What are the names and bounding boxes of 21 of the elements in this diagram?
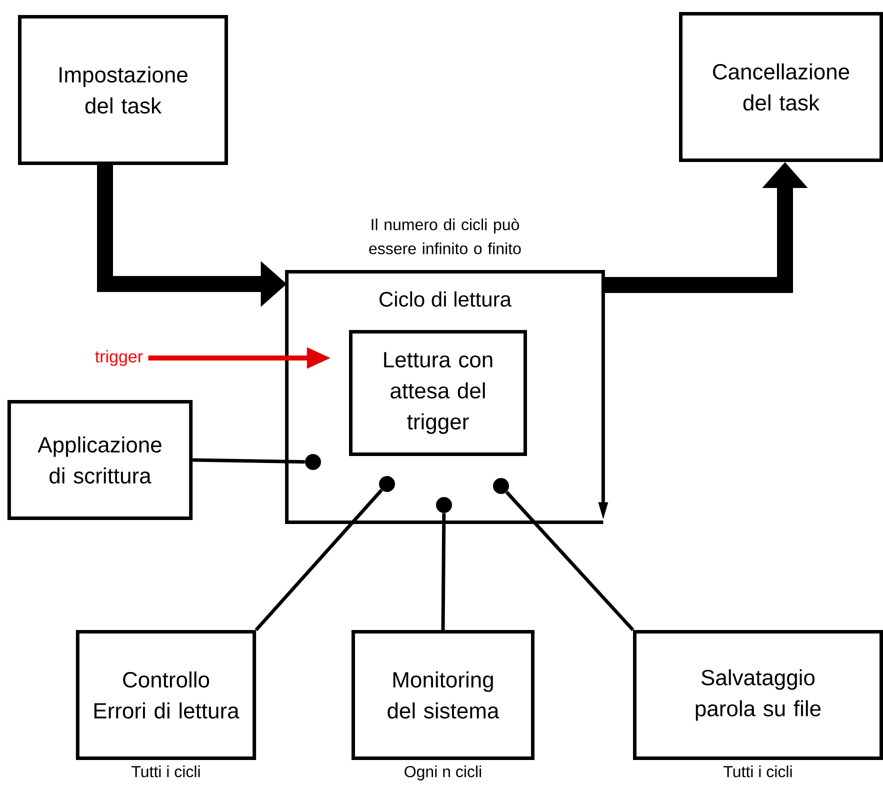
process-box: Controllo Errori di lettura	[76, 630, 256, 760]
note-text: Tutti i cicli	[132, 766, 200, 778]
note-text: Ogni n cicli	[404, 766, 482, 780]
note-text: Il numero di cicli può essere infinito o finito	[369, 218, 521, 254]
trigger-label: trigger	[95, 350, 143, 366]
connection-dot	[305, 454, 321, 470]
connector-line	[254, 488, 383, 632]
connection-dot	[493, 478, 509, 494]
note-text: Tutti i cicli	[724, 766, 792, 778]
connection-dot	[436, 497, 452, 513]
connector-line	[192, 458, 305, 464]
process-box: Monitoring del sistema	[352, 630, 534, 760]
process-box: Lettura con attesa del trigger	[349, 330, 527, 456]
process-box: Impostazione del task	[18, 15, 228, 165]
node-label: Ciclo di lettura	[380, 291, 512, 307]
connector-line	[505, 490, 634, 632]
process-box: Cancellazione del task	[679, 12, 883, 162]
process-box: Applicazione di scrittura	[7, 400, 193, 520]
process-box: Salvataggio parola su file	[633, 630, 883, 760]
connection-dot	[379, 476, 395, 492]
connector-line	[441, 513, 446, 630]
